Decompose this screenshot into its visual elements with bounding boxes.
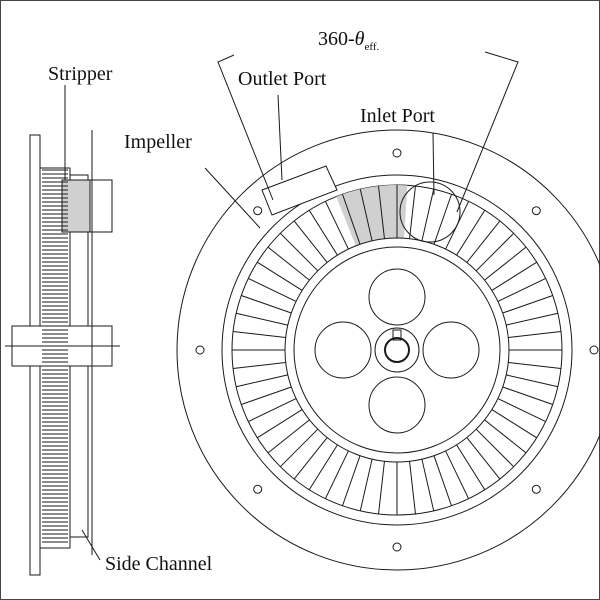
angle-subscript: eff. [365, 41, 380, 53]
bolt-hole [531, 484, 541, 494]
bolt-hole [392, 542, 402, 552]
impeller-blade [308, 210, 338, 256]
impeller-blade [475, 428, 515, 468]
impeller-blade [506, 312, 558, 326]
impeller-blade [248, 277, 297, 302]
side-blade-stack [42, 169, 68, 543]
impeller-blade [236, 312, 288, 326]
side-outlet-flange [89, 179, 113, 233]
impeller-blade [324, 450, 349, 499]
label-stripper: Stripper [48, 63, 113, 85]
housing-outer-circle [176, 129, 600, 571]
side-channel-leader [81, 529, 101, 561]
impeller-blade [456, 210, 486, 256]
label-outlet-port: Outlet Port [238, 68, 327, 90]
balance-hole-top [368, 268, 426, 326]
impeller-blade [293, 437, 328, 480]
impeller-inner-ring [284, 237, 510, 463]
balance-hole-left [314, 321, 372, 379]
angle-base: 360- [318, 28, 355, 50]
bolt-hole [253, 484, 263, 494]
impeller-blade [502, 295, 553, 314]
impeller-blade [257, 409, 303, 439]
impeller-blade [378, 185, 385, 239]
shaft-keyway [392, 329, 402, 341]
label-inlet-port: Inlet Port [360, 105, 435, 127]
impeller-blade [324, 201, 349, 250]
impeller-blade [267, 246, 310, 281]
label-angle: 360-θeff. [318, 28, 380, 53]
angle-bracket-left [217, 54, 274, 201]
impeller-blade [359, 459, 373, 511]
impeller-blade [508, 331, 562, 338]
impeller-blade [257, 261, 303, 291]
impeller-blade [491, 409, 537, 439]
balance-hole-right [422, 321, 480, 379]
impeller-blade [502, 386, 553, 405]
impeller-blade [421, 459, 435, 511]
impeller-blade [421, 189, 435, 241]
label-impeller: Impeller [124, 131, 192, 153]
angle-theta: θ [355, 28, 365, 50]
side-view [5, 130, 120, 576]
impeller-blade [466, 220, 501, 263]
impeller-blade [378, 461, 385, 515]
bolt-hole [531, 206, 541, 216]
impeller-blade [456, 444, 486, 490]
angle-bracket-right [456, 51, 519, 213]
impeller-blade [232, 331, 286, 338]
impeller-blade [308, 444, 338, 490]
impeller-blade [497, 277, 546, 302]
impeller-blade [293, 220, 328, 263]
impeller-blade [491, 261, 537, 291]
bolt-hole [253, 206, 263, 216]
impeller-blade [236, 374, 288, 388]
leader-lines [64, 51, 519, 561]
impeller-blade [484, 419, 527, 454]
balance-hole-bottom [368, 376, 426, 434]
housing-inner-circle [221, 174, 573, 526]
shaft-inner [384, 337, 410, 363]
impeller-blade [342, 194, 361, 245]
impeller-blade [484, 246, 527, 281]
bolt-holes [195, 148, 599, 552]
impeller-blade [445, 450, 470, 499]
impeller-blade [241, 295, 292, 314]
impeller-leader [204, 167, 261, 229]
impeller-blades [232, 185, 562, 515]
impeller-blade [267, 419, 310, 454]
impeller-blade [359, 189, 373, 241]
impeller-blade [241, 386, 292, 405]
bolt-hole [195, 345, 205, 355]
impeller-blade [409, 461, 416, 515]
impeller-blade [342, 455, 361, 506]
impeller-blade [508, 362, 562, 369]
impeller-blade [475, 232, 515, 272]
inlet-port-leader [432, 132, 435, 196]
impeller-blade [506, 374, 558, 388]
impeller-blade [433, 455, 452, 506]
shaft-outer [374, 327, 420, 373]
impeller-blade [497, 398, 546, 423]
bolt-hole [589, 345, 599, 355]
front-view [176, 129, 600, 571]
impeller-blade [279, 428, 319, 468]
stripper-region [336, 185, 408, 246]
outlet-port [261, 165, 338, 216]
bolt-hole [392, 148, 402, 158]
inlet-port [399, 181, 461, 243]
impeller-blade [433, 194, 452, 245]
impeller-blade [232, 362, 286, 369]
impeller-blade [409, 185, 416, 239]
impeller-blade [248, 398, 297, 423]
label-side-channel: Side Channel [105, 553, 213, 575]
impeller-blade [466, 437, 501, 480]
outlet-port-leader [277, 94, 283, 181]
impeller-blade [279, 232, 319, 272]
